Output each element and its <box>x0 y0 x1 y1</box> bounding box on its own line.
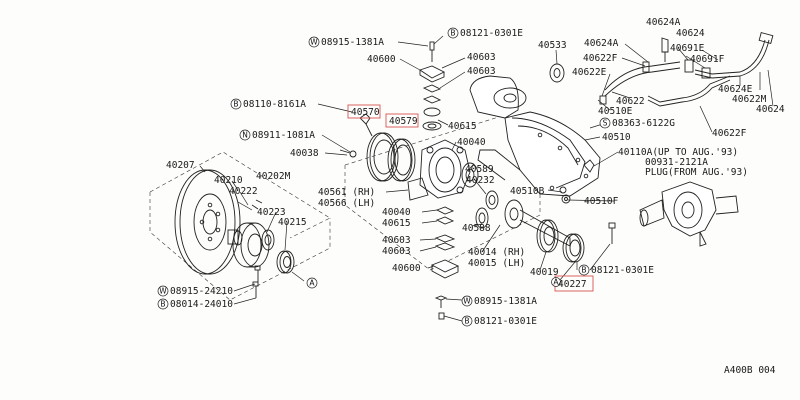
prefix-symbols: W B B N S B W B W B A A <box>157 27 611 327</box>
callout-40622m: 40622M <box>732 94 767 105</box>
b-symbol: B <box>160 300 165 309</box>
callout-40561: 40561 (RH) <box>318 187 375 198</box>
callout-40038: 40038 <box>290 148 319 159</box>
reference-a-circle: A <box>309 279 315 288</box>
callout-40110a: 40110A(UP TO AUG.'93) <box>618 147 738 158</box>
differential-housing <box>469 63 601 197</box>
callout-40019: 40019 <box>530 267 559 278</box>
part-labels: 08915-1381A 08121-0301E 40603 40600 4060… <box>166 17 785 376</box>
callout-plug: PLUG(FROM AUG.'93) <box>645 167 748 178</box>
reference-a-circle: A <box>553 278 559 287</box>
callout-40624r: 40624 <box>756 104 785 115</box>
callout-40566: 40566 (LH) <box>318 198 375 209</box>
callout-40624: 40624 <box>676 28 705 39</box>
callout-40210: 40210 <box>214 175 243 186</box>
callout-w3: 08915-1381A <box>474 296 537 307</box>
b-symbol: B <box>581 266 586 275</box>
callout-40691e: 40691E <box>670 43 705 54</box>
lower-kingpin-stack <box>430 206 460 320</box>
callout-40510b: 40510B <box>510 186 545 197</box>
callout-40622: 40622 <box>616 96 645 107</box>
callout-b1: 08121-0301E <box>460 28 523 39</box>
callout-40202m: 40202M <box>256 171 291 182</box>
callout-40615a: 40615 <box>448 121 477 132</box>
callout-s1: 08363-6122G <box>612 118 675 129</box>
callout-40215: 40215 <box>278 217 307 228</box>
callout-40622f-top: 40622F <box>583 53 618 64</box>
knuckle-seal-rings <box>366 132 416 182</box>
callout-40622f-r: 40622F <box>712 128 747 139</box>
callout-40040b: 40040 <box>382 207 411 218</box>
callout-w2: 08915-24210 <box>170 286 233 297</box>
callout-40510f: 40510F <box>584 196 619 207</box>
upper-kingpin-stack <box>418 41 446 131</box>
callout-40691f: 40691F <box>690 54 725 65</box>
b-symbol: B <box>464 317 469 326</box>
callout-40622e-top: 40622E <box>572 67 607 78</box>
callout-40227: 40227 <box>558 279 587 290</box>
callout-40589: 40589 <box>465 164 494 175</box>
callout-b5: 08121-0301E <box>474 316 537 327</box>
steering-knuckle <box>407 139 471 201</box>
callout-40014: 40014 (RH) <box>468 247 525 258</box>
callout-40624a-top: 40624A <box>646 17 681 28</box>
callout-40624a: 40624A <box>584 38 619 49</box>
spindle-and-bearings <box>461 162 499 229</box>
diagram-code: A400B 004 <box>724 365 776 376</box>
callout-40533: 40533 <box>538 40 567 51</box>
brake-disc-rotor <box>174 169 241 275</box>
callout-40570: 40570 <box>351 107 380 118</box>
callout-40207: 40207 <box>166 160 195 171</box>
callout-40588: 40588 <box>462 223 491 234</box>
callout-40603d: 40603 <box>382 246 411 257</box>
b-symbol: B <box>233 100 238 109</box>
callout-40579: 40579 <box>389 116 418 127</box>
callout-40222: 40222 <box>229 186 258 197</box>
highlight-40570 <box>347 104 381 119</box>
small-fasteners <box>339 113 373 158</box>
s-symbol: S <box>603 119 608 128</box>
callout-40603a: 40603 <box>467 52 496 63</box>
callout-b4: 08014-24010 <box>170 299 233 310</box>
callout-40232: 40232 <box>466 175 495 186</box>
callout-40600a: 40600 <box>367 54 396 65</box>
hub-bearings-and-seals <box>251 199 295 274</box>
w-symbol: W <box>463 297 471 306</box>
callout-40600b: 40600 <box>392 263 421 274</box>
callout-40510e: 40510E <box>598 106 633 117</box>
callout-40624e: 40624E <box>718 84 753 95</box>
callout-40015: 40015 (LH) <box>468 258 525 269</box>
callout-b3: 08121-0301E <box>591 265 654 276</box>
hub-bolts <box>252 265 261 298</box>
callout-n1: 08911-1081A <box>252 130 315 141</box>
b-symbol: B <box>450 29 455 38</box>
right-side-housing <box>639 181 739 247</box>
n-symbol: N <box>242 131 248 140</box>
highlight-40579 <box>385 113 419 128</box>
w-symbol: W <box>310 38 318 47</box>
callout-w1: 08915-1381A <box>321 37 384 48</box>
callout-40603c: 40603 <box>382 235 411 246</box>
callout-40510: 40510 <box>602 132 631 143</box>
callout-40040a: 40040 <box>457 137 486 148</box>
callout-40615b: 40615 <box>382 218 411 229</box>
callout-b2: 08110-8161A <box>243 99 306 110</box>
callout-40603b: 40603 <box>467 66 496 77</box>
callout-00931: 00931-2121A <box>645 157 708 168</box>
callout-40223: 40223 <box>257 207 286 218</box>
w-symbol: W <box>159 287 167 296</box>
